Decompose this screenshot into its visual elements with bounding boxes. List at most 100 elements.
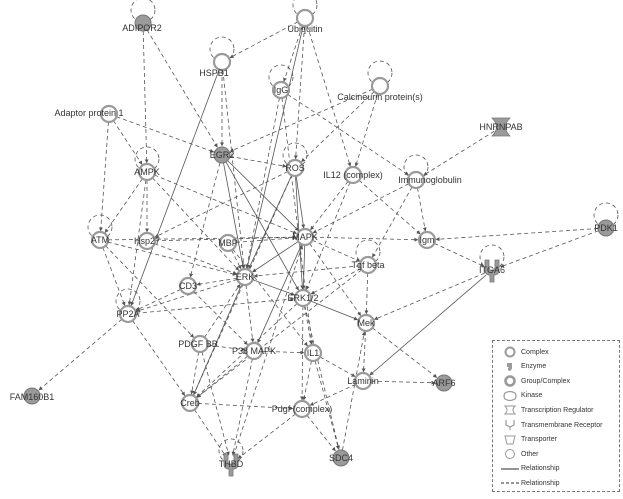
edge-mbp-mapk <box>235 235 297 243</box>
self-loop-layer <box>87 0 619 464</box>
node-label: MBP <box>218 238 238 248</box>
node-sdc4[interactable]: SDC4 <box>329 449 353 467</box>
node-shape <box>99 104 119 124</box>
node-pdgfbb[interactable]: PDGF BB <box>178 334 218 354</box>
legend-item-regulator: Transcription Regulator <box>499 403 617 417</box>
node-shape <box>332 449 350 467</box>
node-itga6[interactable]: ITGA6 <box>479 259 505 283</box>
edge-p38mapk-il1 <box>261 350 305 355</box>
node-mek[interactable]: Mek <box>356 313 376 333</box>
edge-ampk-erk <box>152 177 240 271</box>
node-shape <box>303 343 323 363</box>
edge-pdgf-thbd <box>237 413 296 459</box>
node-label: ROS <box>285 163 305 173</box>
node-pdk1[interactable]: PDK1 <box>594 219 618 237</box>
edge-egr2-ros <box>229 156 287 168</box>
node-adaptor1[interactable]: Adaptor protein 1 <box>54 104 124 124</box>
node-shape <box>180 393 200 413</box>
node-shape <box>137 231 157 251</box>
complex-icon <box>499 345 521 359</box>
edge-atm-pdgfbb <box>105 245 195 338</box>
edge-hnrnpab-immunoglobulin <box>423 130 495 176</box>
node-shape <box>358 255 378 275</box>
node-atm[interactable]: ATM <box>91 230 109 250</box>
node-label: ERK <box>236 272 255 282</box>
node-shape <box>213 146 231 164</box>
node-cd3[interactable]: CD3 <box>178 276 198 296</box>
node-shape <box>223 453 239 477</box>
edge-mapk-tgfbeta <box>312 239 361 262</box>
legend-item-complex: Complex <box>499 345 617 359</box>
node-shape <box>353 371 373 391</box>
node-thbd[interactable]: THBD <box>219 453 244 477</box>
edge-adaptor1-ampk <box>113 120 143 165</box>
node-ampk[interactable]: AMPK <box>134 162 160 182</box>
edge-pdgfbb-creb <box>190 351 200 395</box>
node-immunoglobulin[interactable]: Immunoglobulin <box>398 170 462 190</box>
node-shape <box>295 227 315 247</box>
edge-itga6-laminin <box>369 274 487 376</box>
edge-il12-mapk <box>310 181 349 231</box>
edge-erk12-pdgf <box>300 305 305 401</box>
edge-mapk-igm <box>312 236 419 242</box>
node-il1[interactable]: IL1 <box>303 343 323 363</box>
legend-item-other: Other <box>499 447 617 461</box>
edge-egr2-cd3 <box>189 162 221 278</box>
edge-tgfbeta-erk12 <box>310 268 362 295</box>
node-label: IL12 (complex) <box>323 170 383 180</box>
node-mapk[interactable]: MAPK <box>292 227 318 247</box>
node-tgfbeta[interactable]: Tgf beta <box>351 255 385 275</box>
legend-item-dashed-line: Relationship <box>499 476 617 490</box>
legend-item-transporter: Transporter <box>499 433 617 447</box>
node-label: HNRNPAB <box>479 122 522 132</box>
node-hspb1[interactable]: HSPB1 <box>199 52 232 78</box>
edge-thbd-mapk <box>233 245 303 457</box>
edge-calcineurin-ros <box>301 91 375 163</box>
node-label: EGR2 <box>210 150 235 160</box>
edge-igm-itga6 <box>434 242 485 267</box>
node-pdgf[interactable]: Pdgf (complex) <box>272 399 333 419</box>
node-igg[interactable]: IgG <box>271 80 291 100</box>
node-label: IL1 <box>307 348 320 358</box>
self-loop-ampk <box>134 146 160 172</box>
self-loop-pp2a <box>115 288 141 314</box>
node-ros[interactable]: ROS <box>285 158 305 178</box>
node-label: IgG <box>274 85 289 95</box>
edge-calcineurin-egr2 <box>229 88 373 152</box>
node-creb[interactable]: Creb <box>180 393 200 413</box>
node-adipor2[interactable]: ADIPOR2 <box>122 14 162 33</box>
node-shape <box>292 399 312 419</box>
node-pp2a[interactable]: PP2A <box>116 304 140 324</box>
edge-pp2a-creb <box>132 320 186 396</box>
node-calcineurin[interactable]: Calcineurin protein(s) <box>337 76 423 102</box>
regulator-icon <box>499 403 521 417</box>
node-p38mapk[interactable]: P38 MAPK <box>232 341 276 361</box>
self-loop-igg <box>268 64 294 90</box>
edge-pp2a-fam160b1 <box>38 318 123 391</box>
node-shape <box>178 276 198 296</box>
edge-mek-arf6 <box>372 327 438 378</box>
node-laminin[interactable]: Laminin <box>347 371 379 391</box>
node-mbp[interactable]: MBP <box>218 233 238 253</box>
node-il12[interactable]: IL12 (complex) <box>323 165 383 185</box>
node-shape <box>244 341 264 361</box>
node-label: MAPK <box>292 232 318 242</box>
node-ubiquitin[interactable]: Ubiquitin <box>287 8 323 34</box>
node-erk[interactable]: ERK <box>236 267 255 287</box>
node-igm[interactable]: Igm <box>417 230 437 250</box>
edge-adipor2-ampk <box>142 30 149 164</box>
node-fam160b1[interactable]: FAM160B1 <box>10 387 55 405</box>
node-arf6[interactable]: ARF6 <box>432 374 456 392</box>
edge-pdgf-sdc4 <box>306 415 336 452</box>
node-egr2[interactable]: EGR2 <box>210 146 235 164</box>
edge-immunoglobulin-tgfbeta <box>372 186 413 258</box>
edge-atm-erk <box>107 241 237 276</box>
node-hnrnpab[interactable]: HNRNPAB <box>479 117 523 137</box>
node-hsp27[interactable]: Hsp27 <box>134 231 160 251</box>
node-erk12[interactable]: ERK1/2 <box>287 288 319 308</box>
dashed-line-icon <box>499 476 521 490</box>
edge-pdgfbb-thbd <box>201 351 230 456</box>
edge-mbp-erk <box>231 249 242 270</box>
